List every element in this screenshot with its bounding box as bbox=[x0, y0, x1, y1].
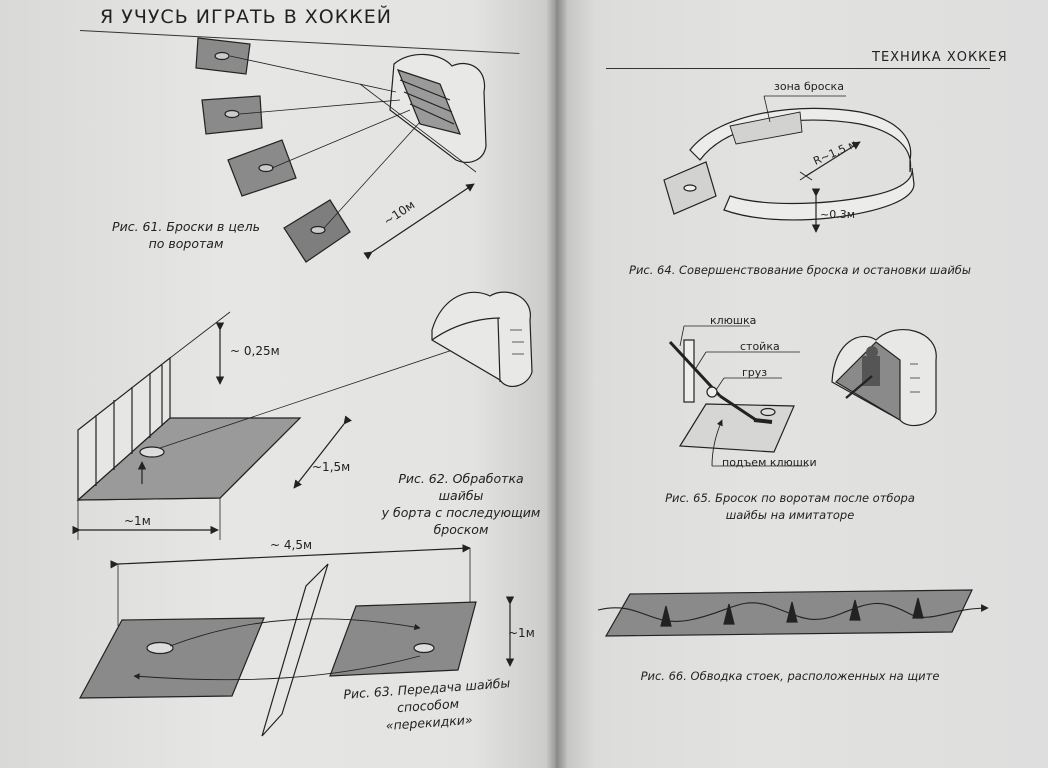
fig64-diagram bbox=[663, 95, 915, 233]
fig65-lift-label: подъем клюшки bbox=[722, 456, 817, 469]
fig65-post bbox=[683, 339, 695, 403]
fig62-puck bbox=[139, 446, 165, 458]
fig61-target-4 bbox=[283, 199, 351, 263]
fig65-weight-label: груз bbox=[742, 366, 768, 379]
fig66-cone-2 bbox=[723, 603, 735, 625]
fig66-caption: Рис. 66. Обводка стоек, расположенных на… bbox=[640, 669, 940, 683]
fig61-diagram bbox=[195, 37, 487, 263]
fig66-cone-1 bbox=[660, 605, 672, 627]
fig66-diagram bbox=[597, 589, 989, 637]
fig61-goal bbox=[389, 53, 487, 163]
fig63-height-label: ~1м bbox=[508, 626, 535, 640]
fig64-height-label: ~0.3м bbox=[820, 208, 856, 221]
fig62-caption-line2: у борта с последующим bbox=[381, 505, 541, 520]
fig65-goal bbox=[831, 329, 937, 427]
book-gutter bbox=[546, 0, 568, 768]
fig63-diagram bbox=[78, 544, 515, 737]
left-page-header: Я УЧУСЬ ИГРАТЬ В ХОККЕЙ bbox=[100, 6, 392, 28]
fig63-mat-right bbox=[329, 601, 477, 677]
fig65-weight bbox=[706, 386, 718, 398]
fig61-target-3 bbox=[227, 139, 297, 197]
fig65-caption-line1: Рис. 65. Бросок по воротам после отбора bbox=[665, 491, 915, 505]
fig62-caption: Рис. 62. Обработка шайбы у борта с после… bbox=[376, 470, 546, 538]
fig64-caption: Рис. 64. Совершенствование броска и оста… bbox=[629, 263, 971, 277]
fig61-caption-line2: по воротам bbox=[148, 236, 224, 251]
fig65-mat bbox=[678, 403, 795, 453]
fig65-post-label: стойка bbox=[740, 340, 780, 353]
fig62-caption-line3: броском bbox=[433, 522, 489, 537]
fig66-cone-3 bbox=[786, 601, 798, 623]
fig64-zone-label: зона броска bbox=[774, 80, 844, 93]
fig66-cone-4 bbox=[849, 599, 861, 621]
fig62-caption-line1: Рис. 62. Обработка шайбы bbox=[398, 471, 524, 503]
right-header-rule bbox=[606, 68, 990, 69]
fig61-target-1 bbox=[195, 37, 251, 75]
fig63-mat-left bbox=[78, 617, 265, 699]
fig66-cone-5 bbox=[912, 597, 924, 619]
fig61-caption: Рис. 61. Броски в цель по воротам bbox=[96, 218, 276, 252]
fig61-caption-line1: Рис. 61. Броски в цель bbox=[112, 219, 260, 234]
fig63-barrier bbox=[261, 563, 329, 737]
fig65-caption-line2: шайбы на имитаторе bbox=[725, 508, 855, 522]
fig62-length-label: ~1м bbox=[124, 514, 151, 528]
fig62-height-label: ~ 0,25м bbox=[230, 344, 280, 358]
fig61-target-2 bbox=[201, 95, 263, 135]
fig62-board bbox=[77, 356, 171, 502]
fig62-width-label: ~1,5м bbox=[312, 460, 351, 474]
fig63-length-label: ~ 4,5м bbox=[270, 538, 313, 552]
fig62-diagram bbox=[72, 291, 533, 540]
fig62-goal bbox=[431, 291, 533, 388]
fig65-caption: Рис. 65. Бросок по воротам после отбора … bbox=[660, 490, 920, 524]
right-page-header: ТЕХНИКА ХОККЕЯ bbox=[872, 50, 1008, 65]
fig65-diagram bbox=[668, 325, 937, 467]
fig65-stick-label: клюшка bbox=[710, 314, 757, 327]
